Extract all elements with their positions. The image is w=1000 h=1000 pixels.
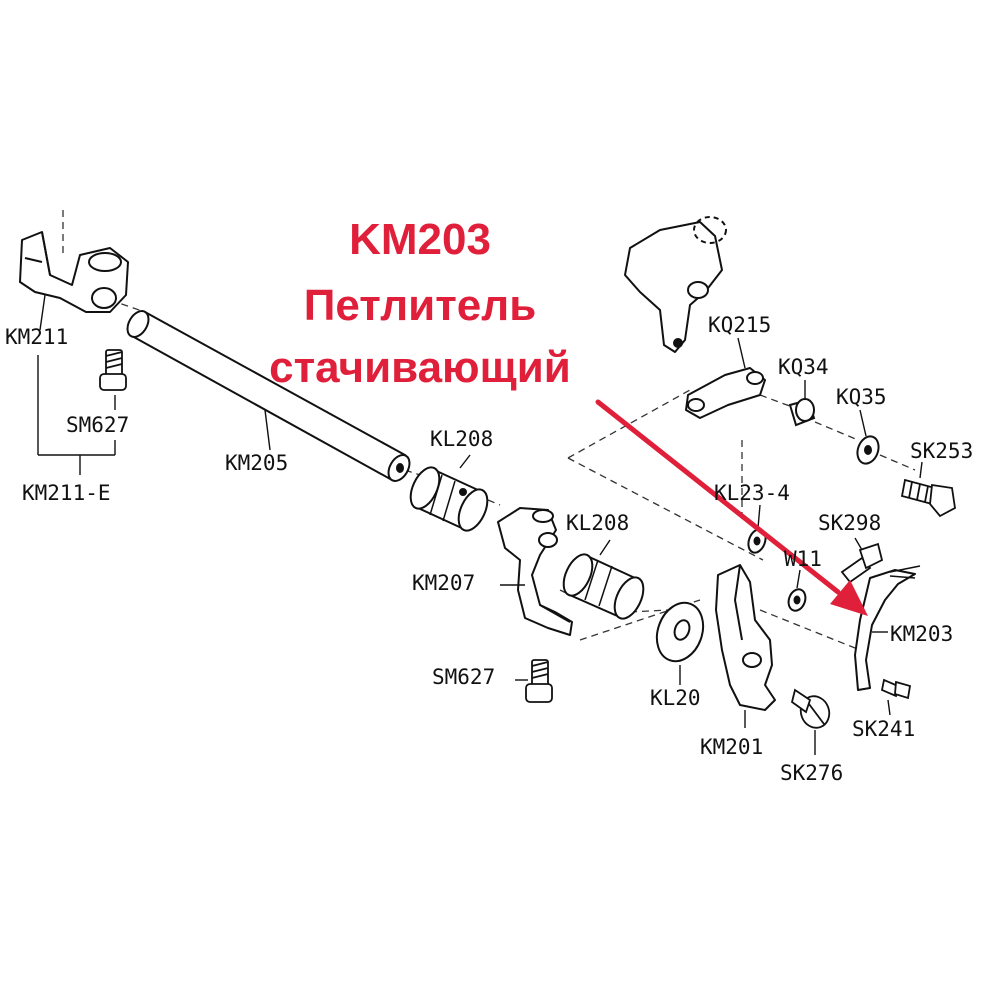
label-sk241: SK241	[852, 717, 915, 741]
kq215-link	[685, 367, 766, 419]
sk298-screw	[840, 542, 884, 584]
sk241-screw	[880, 678, 912, 700]
label-kl23-4: KL23-4	[714, 481, 790, 505]
label-km211-e: KM211-E	[22, 481, 111, 505]
kq34-bushing	[788, 398, 816, 427]
label-km207: KM207	[412, 571, 475, 595]
label-km201: KM201	[700, 735, 763, 759]
label-sk276: SK276	[780, 761, 843, 785]
kl20-washer	[655, 601, 705, 663]
part-code-title: KM203	[349, 215, 491, 264]
kq215-upper-bracket	[624, 216, 727, 353]
label-sm627-top: SM627	[66, 413, 129, 437]
label-km203: KM203	[890, 622, 953, 646]
sm627-top-screw	[99, 349, 127, 391]
km211-bracket	[19, 231, 129, 313]
label-sk253: SK253	[910, 439, 973, 463]
label-kq34: KQ34	[778, 355, 829, 379]
label-kq215: KQ215	[708, 313, 771, 337]
leader-lines	[37, 294, 923, 755]
w11-washer	[787, 588, 807, 612]
kl208-bushing-b	[562, 553, 645, 620]
part-name-line-1: Петлитель	[303, 281, 537, 330]
part-labels: KM211 SM627 KM211-E KM205 KL208 KL208 KM…	[5, 313, 973, 785]
km205-shaft	[126, 310, 411, 482]
km201-holder	[715, 564, 776, 711]
part-name-line-2: стачивающий	[269, 343, 571, 392]
sm627-bottom-screw	[525, 659, 553, 703]
label-km205: KM205	[225, 451, 288, 475]
label-kl20: KL20	[650, 686, 701, 710]
kl208-bushing-a	[409, 466, 489, 532]
sk253-bolt	[900, 478, 956, 518]
label-kq35: KQ35	[836, 385, 887, 409]
label-kl208-b: KL208	[566, 511, 629, 535]
km207-arm	[497, 507, 573, 636]
label-w11: W11	[784, 547, 822, 571]
red-pointer-arrow	[595, 399, 868, 616]
kq35-washer	[856, 435, 880, 465]
km203-looper	[854, 565, 921, 691]
label-kl208-a: KL208	[430, 427, 493, 451]
label-km211: KM211	[5, 325, 68, 349]
label-sm627-bottom: SM627	[432, 665, 495, 689]
sk276-screw	[790, 688, 831, 729]
label-sk298: SK298	[818, 511, 881, 535]
